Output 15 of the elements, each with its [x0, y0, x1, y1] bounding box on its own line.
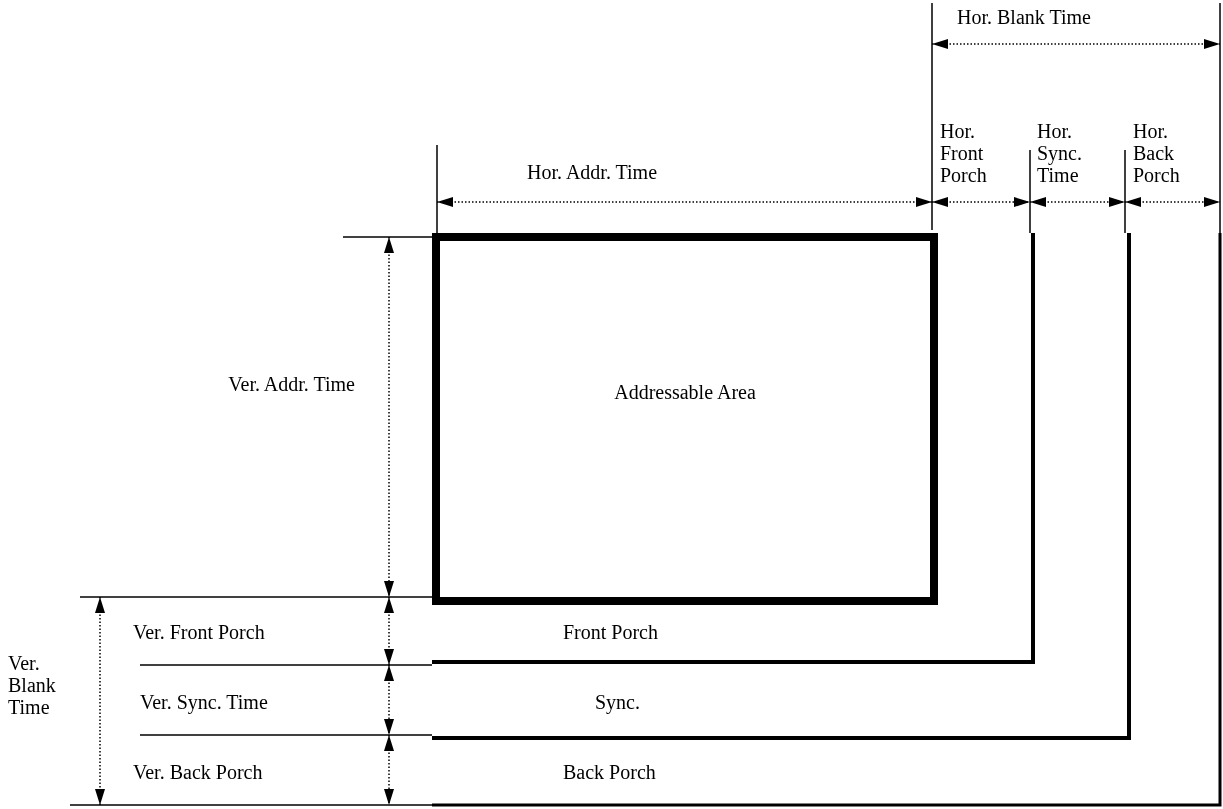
dimension-label: Ver. Blank Time	[8, 652, 57, 718]
dimension-label: Hor. Sync. Time	[1037, 120, 1083, 186]
dimension-label: Ver. Sync. Time	[140, 690, 268, 714]
dimension-label: Back Porch	[563, 760, 656, 784]
dimension-label: Hor. Back Porch	[1133, 120, 1181, 186]
dimension-label: Ver. Front Porch	[133, 620, 265, 644]
dimension-label: Ver. Addr. Time	[227, 373, 355, 395]
area-label: Addressable Area	[613, 381, 757, 404]
dimension-label: Hor. Blank Time	[957, 5, 1091, 29]
dimension-label: Hor. Front Porch	[940, 120, 988, 186]
dimension-label: Sync.	[595, 690, 640, 714]
dimension-label: Front Porch	[563, 620, 658, 644]
dimension-label: Hor. Addr. Time	[527, 160, 658, 184]
addressable-area-box	[432, 233, 938, 605]
dimension-label: Ver. Back Porch	[133, 760, 263, 784]
